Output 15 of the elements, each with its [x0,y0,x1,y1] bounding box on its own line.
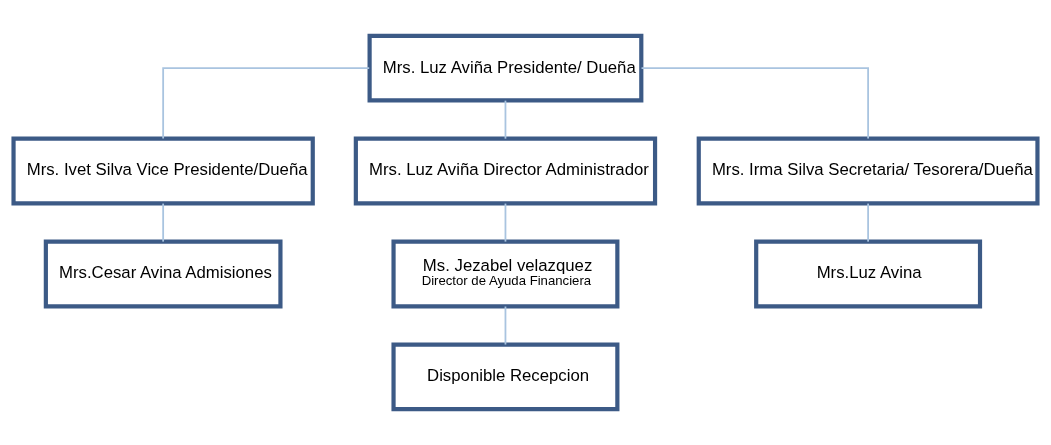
connector [504,305,507,346]
node-box: Mrs. Ivet Silva Vice Presidente/Dueña [11,136,315,206]
node-box: Mrs. Irma Silva Secretaria/ Tesorera/Dueña [696,136,1040,206]
connector [504,99,507,140]
connector [504,202,507,243]
node-box: Mrs.Cesar Avina Admisiones [43,239,283,309]
connector [640,67,869,140]
connector [162,67,371,140]
node-box: Disponible Recepcion [391,342,620,412]
node-box: Mrs. Luz Aviña Director Administrador [353,136,658,206]
node-box: Mrs.Luz Avina [754,239,983,309]
node-box: Mrs. Luz Aviña Presidente/ Dueña [367,33,644,103]
connector [162,202,165,243]
connector [867,202,869,243]
node-box: Ms. Jezabel velazquez Director de Ayuda Financiera [391,239,620,309]
